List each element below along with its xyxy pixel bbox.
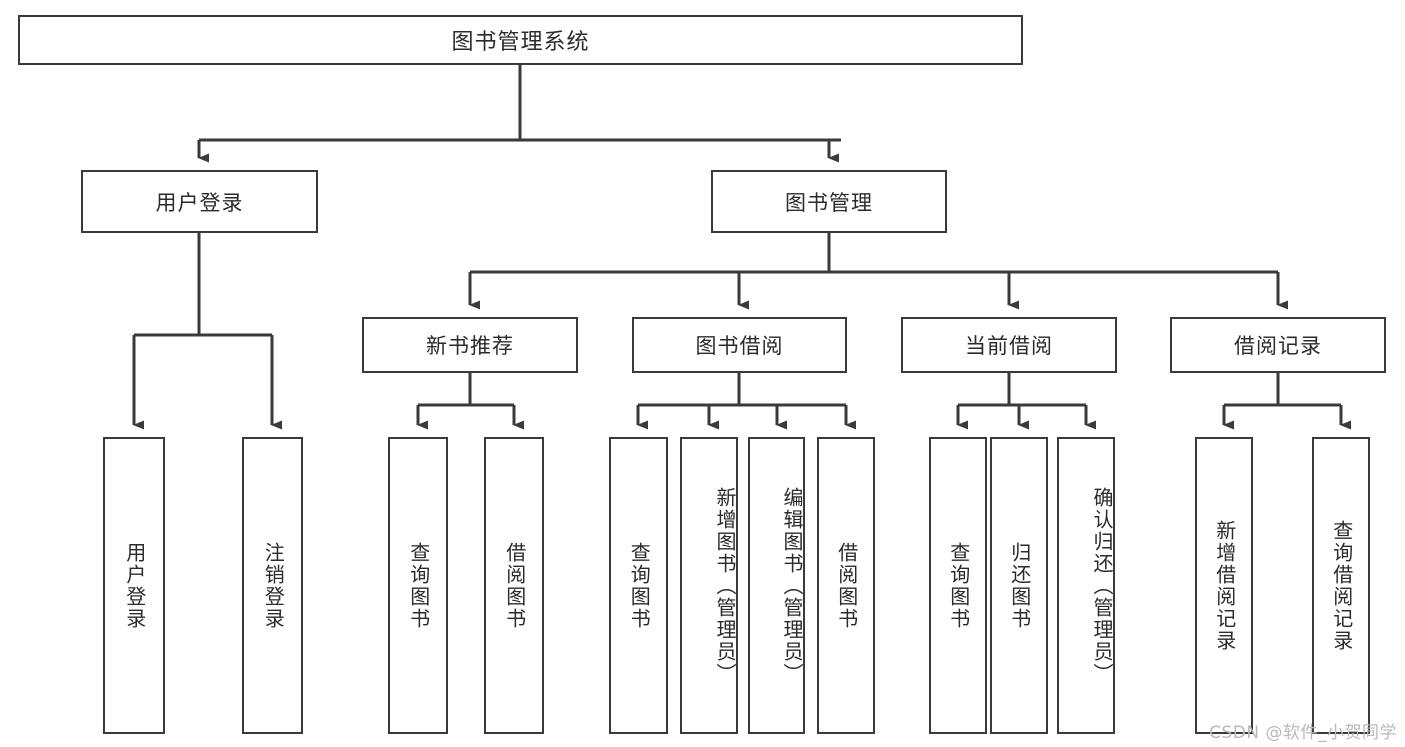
node-leaf-confirm-return[interactable]: 确认归还（管理员） [1057, 437, 1115, 734]
node-leaf-add-book[interactable]: 新增图书（管理员） [680, 437, 738, 734]
node-book-manage-label: 图书管理 [785, 190, 873, 215]
node-leaf-add-book-label: 新增图书（管理员） [713, 486, 737, 685]
node-leaf-edit-book-label: 编辑图书（管理员） [780, 486, 804, 685]
node-leaf-query-book-1[interactable]: 查询图书 [388, 437, 448, 734]
node-new-book-rec[interactable]: 新书推荐 [362, 317, 578, 373]
node-leaf-query-book-2-label: 查询图书 [627, 541, 652, 630]
node-leaf-confirm-return-label: 确认归还（管理员） [1090, 486, 1114, 685]
node-leaf-user-logout[interactable]: 注销登录 [242, 437, 303, 734]
node-borrow-record-label: 借阅记录 [1234, 334, 1322, 358]
node-user-login[interactable]: 用户登录 [81, 170, 318, 233]
node-new-book-rec-label: 新书推荐 [426, 334, 514, 358]
node-root[interactable]: 图书管理系统 [18, 15, 1023, 65]
node-user-login-label: 用户登录 [155, 190, 244, 215]
node-borrow-record[interactable]: 借阅记录 [1170, 317, 1386, 373]
node-root-label: 图书管理系统 [451, 30, 590, 55]
node-current-borrow-label: 当前借阅 [965, 334, 1053, 358]
node-leaf-return-book[interactable]: 归还图书 [990, 437, 1048, 734]
node-leaf-query-record[interactable]: 查询借阅记录 [1312, 437, 1370, 734]
node-leaf-user-login-label: 用户登录 [122, 541, 147, 630]
node-current-borrow[interactable]: 当前借阅 [901, 317, 1117, 373]
node-leaf-query-book-3-label: 查询图书 [946, 541, 971, 630]
node-leaf-query-book-3[interactable]: 查询图书 [929, 437, 987, 734]
node-leaf-borrow-book-2[interactable]: 借阅图书 [817, 437, 875, 734]
node-leaf-borrow-book-1-label: 借阅图书 [502, 541, 527, 630]
node-leaf-query-record-label: 查询借阅记录 [1329, 519, 1354, 652]
node-leaf-query-book-2[interactable]: 查询图书 [609, 437, 668, 734]
node-leaf-user-logout-label: 注销登录 [261, 541, 286, 630]
node-leaf-user-login[interactable]: 用户登录 [103, 437, 165, 734]
node-leaf-borrow-book-1[interactable]: 借阅图书 [484, 437, 544, 734]
node-book-borrow-label: 图书借阅 [695, 334, 784, 358]
node-leaf-add-record-label: 新增借阅记录 [1212, 519, 1237, 652]
node-leaf-borrow-book-2-label: 借阅图书 [834, 541, 859, 630]
node-leaf-add-record[interactable]: 新增借阅记录 [1195, 437, 1253, 734]
node-book-borrow[interactable]: 图书借阅 [632, 317, 847, 373]
node-book-manage[interactable]: 图书管理 [711, 170, 947, 233]
node-leaf-return-book-label: 归还图书 [1007, 541, 1032, 630]
node-leaf-query-book-1-label: 查询图书 [406, 541, 431, 630]
node-leaf-edit-book[interactable]: 编辑图书（管理员） [748, 437, 805, 734]
